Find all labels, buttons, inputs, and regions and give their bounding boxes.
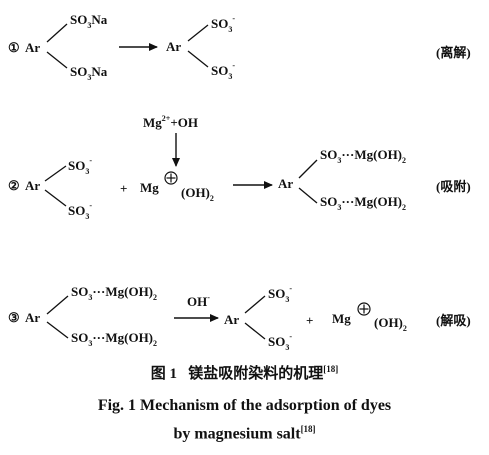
bond-line (46, 51, 68, 69)
bond-line (298, 159, 318, 179)
bond-line (244, 322, 266, 340)
label-desorption: (解吸) (436, 313, 471, 328)
bond-line (298, 187, 318, 204)
sulfonate-anion: SO3- (68, 156, 92, 176)
reaction-1-ar: Ar (25, 40, 40, 55)
reaction-2-ar: Ar (25, 178, 40, 193)
sulfonate-anion: SO3- (211, 61, 235, 81)
caption-figure-label: 图 1 (150, 366, 177, 382)
sulfonate-mg-complex: SO3···Mg(OH)2 (71, 330, 157, 348)
sulfonate-anion: SO3- (268, 284, 292, 304)
reaction-2: Mg2++OH ② Ar SO3- SO3- + Mg (OH)2 Ar SO3… (8, 114, 471, 221)
reaction-3: ③ Ar SO3···Mg(OH)2 SO3···Mg(OH)2 OH- Ar … (8, 284, 471, 352)
reaction-scheme: ① Ar SO3Na SO3Na Ar SO3- SO3- (离解) Mg2++… (8, 12, 471, 352)
sulfonate-mg-complex: SO3···Mg(OH)2 (320, 147, 406, 165)
caption-english-text: by magnesium salt (173, 425, 301, 443)
positive-charge-icon (164, 171, 178, 185)
reaction-1-number: ① (8, 40, 20, 55)
caption-chinese-text: 镁盐吸附染料的机理 (188, 366, 324, 382)
bond-line (187, 50, 209, 68)
sulfonate-anion: SO3- (268, 332, 292, 352)
caption-english-line-1: Fig. 1 Mechanism of the adsorption of dy… (97, 397, 392, 414)
reaction-2-product-ar: Ar (278, 176, 293, 191)
hydroxide-group: (OH)2 (374, 315, 407, 333)
caption-english-line-2: by magnesium salt[18] (0, 424, 489, 443)
magnesium: Mg (332, 311, 351, 326)
bond-line (46, 321, 69, 339)
sulfonate-mg-complex: SO3···Mg(OH)2 (320, 194, 406, 212)
bond-line (244, 295, 266, 314)
mg-ion-hydroxide: Mg2++OH (143, 114, 198, 130)
reaction-1: ① Ar SO3Na SO3Na Ar SO3- SO3- (离解) (8, 12, 471, 82)
reaction-1-ar: Ar (166, 39, 181, 54)
sulfonate-anion: SO3- (68, 201, 92, 221)
sulfonate-anion: SO3- (211, 14, 235, 34)
caption-chinese: 图 1 镁盐吸附染料的机理[18] (0, 362, 489, 383)
reaction-3-ar: Ar (25, 310, 40, 325)
sulfonate-mg-complex: SO3···Mg(OH)2 (71, 284, 157, 302)
sulfonate-sodium: SO3Na (70, 12, 108, 30)
reaction-2-number: ② (8, 178, 20, 193)
caption-reference: [18] (323, 364, 339, 374)
hydroxide-ion: OH- (187, 293, 210, 309)
bond-line (46, 295, 69, 315)
bond-line (44, 189, 67, 207)
reaction-3-product-ar: Ar (224, 312, 239, 327)
bond-line (46, 23, 68, 43)
sulfonate-sodium: SO3Na (70, 64, 108, 82)
reaction-3-number: ③ (8, 310, 20, 325)
bond-line (187, 24, 209, 42)
magnesium: Mg (140, 180, 159, 195)
label-adsorption: (吸附) (436, 179, 471, 194)
bond-line (44, 165, 67, 182)
hydroxide-group: (OH)2 (181, 185, 214, 203)
plus-sign: + (306, 313, 313, 328)
caption-reference: [18] (300, 424, 316, 434)
plus-sign: + (120, 181, 127, 196)
positive-charge-icon (357, 302, 371, 316)
label-dissociation: (离解) (436, 45, 471, 60)
